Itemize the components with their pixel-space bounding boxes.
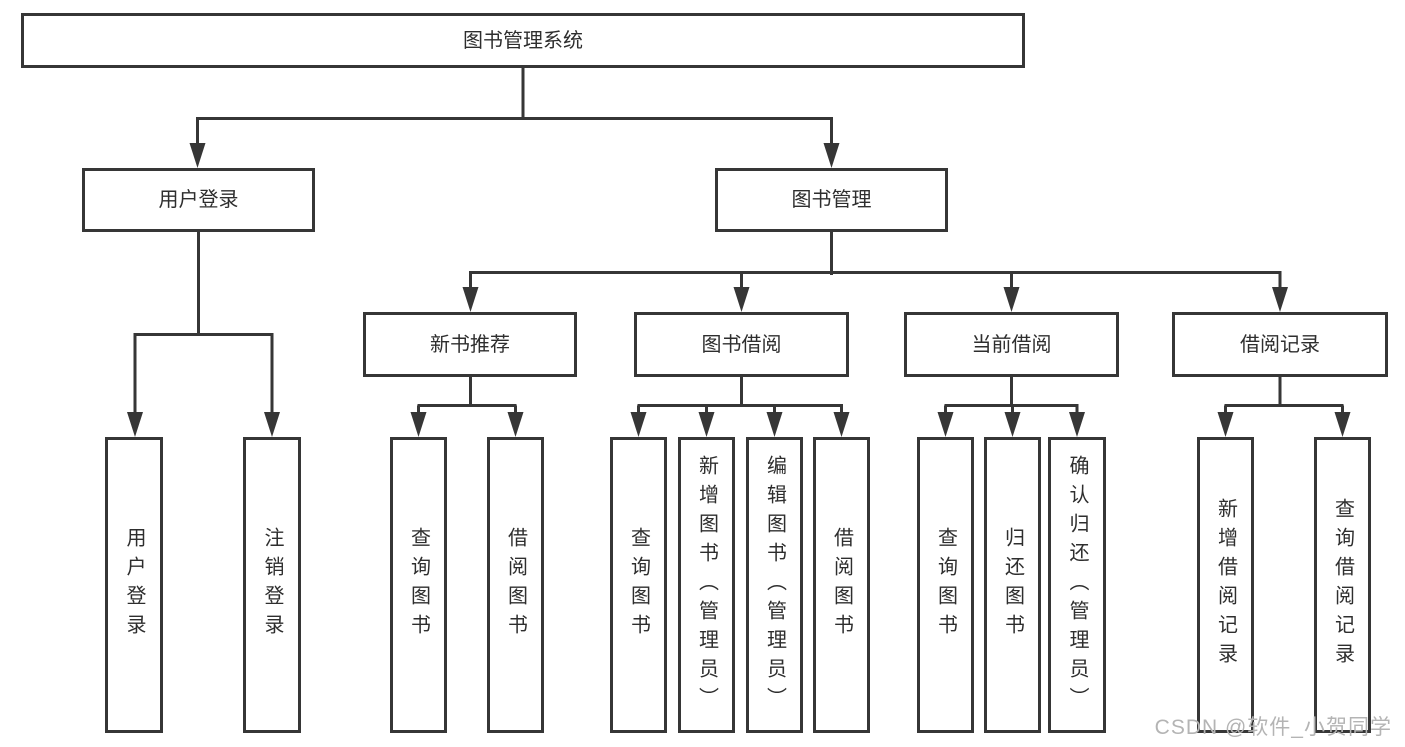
node-new-book-recommendation: 新书推荐 xyxy=(363,312,577,377)
leaf-add-books-admin: 新增图书（管理员） xyxy=(678,437,735,733)
leaf-query-books-3: 查询图书 xyxy=(917,437,974,733)
leaf-user-login: 用户登录 xyxy=(105,437,163,733)
node-library-management-system: 图书管理系统 xyxy=(21,13,1025,68)
connector-path xyxy=(133,68,1344,416)
leaf-query-books-1: 查询图书 xyxy=(390,437,447,733)
leaf-borrow-books-2: 借阅图书 xyxy=(813,437,870,733)
leaf-add-borrow-record: 新增借阅记录 xyxy=(1197,437,1254,733)
arrowheads xyxy=(127,143,1351,437)
leaf-return-books: 归还图书 xyxy=(984,437,1041,733)
leaf-query-borrow-record: 查询借阅记录 xyxy=(1314,437,1371,733)
node-user-login: 用户登录 xyxy=(82,168,315,232)
leaf-query-books-2: 查询图书 xyxy=(610,437,667,733)
csdn-watermark: CSDN @软件_小贺同学 xyxy=(1154,716,1392,739)
node-current-borrowing: 当前借阅 xyxy=(904,312,1119,377)
node-borrowing-records: 借阅记录 xyxy=(1172,312,1388,377)
leaf-borrow-books-1: 借阅图书 xyxy=(487,437,544,733)
leaf-logout: 注销登录 xyxy=(243,437,301,733)
node-book-management: 图书管理 xyxy=(715,168,948,232)
leaf-confirm-return-admin: 确认归还（管理员） xyxy=(1048,437,1106,733)
node-book-borrowing: 图书借阅 xyxy=(634,312,849,377)
leaf-edit-books-admin: 编辑图书（管理员） xyxy=(746,437,803,733)
